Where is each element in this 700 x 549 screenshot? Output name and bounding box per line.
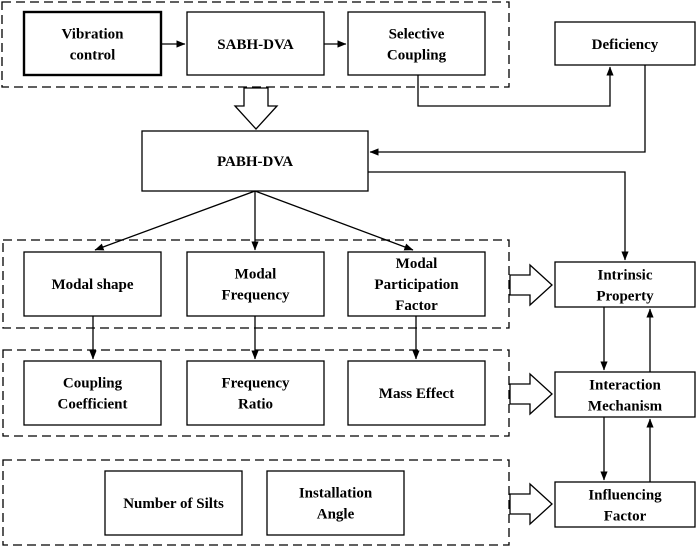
node-modal-participation-factor-box <box>347 251 486 317</box>
hollow-arrow-to-influencing <box>509 482 553 526</box>
label-line: Influencing <box>588 488 662 504</box>
label-line: control <box>70 48 116 64</box>
node-modal-frequency-box <box>186 251 325 317</box>
label-line: Participation <box>374 277 459 293</box>
label-line: Coupling <box>63 376 123 392</box>
arrow-pabh-to-participation <box>254 190 414 251</box>
label-line: Coupling <box>387 48 447 64</box>
label-number-of-silts: Number of Silts <box>123 496 224 512</box>
group-influencing-container <box>2 459 510 546</box>
label-sabh-dva: SABH-DVA <box>217 37 294 53</box>
label-line: Factor <box>604 509 647 525</box>
label-line: Mechanism <box>588 399 663 415</box>
node-pabh-dva-box <box>141 130 369 192</box>
node-installation-angle-box <box>266 470 405 536</box>
node-deficiency-box <box>554 21 696 66</box>
hollow-arrow-to-interaction <box>509 372 553 416</box>
node-frequency-ratio-box <box>186 360 325 426</box>
arrow-pabh-to-modal-shape <box>94 190 256 251</box>
label-mass-effect: Mass Effect <box>379 386 454 402</box>
group-origin-container <box>1 1 510 88</box>
label-line: Mass Effect <box>379 386 454 402</box>
node-sabh-dva-box <box>186 11 325 76</box>
node-interaction-mechanism-box <box>554 371 696 418</box>
label-line: Number of Silts <box>123 496 224 512</box>
label-line: Ratio <box>238 397 273 413</box>
label-deficiency: Deficiency <box>592 37 659 53</box>
label-line: Modal <box>396 256 438 272</box>
label-vibration-control: Vibration control <box>62 27 125 64</box>
arrow-pabh-to-intrinsic <box>368 171 629 261</box>
hollow-arrow-down-to-pabh <box>233 87 279 130</box>
label-line: Modal <box>235 267 277 283</box>
group-modal-properties-container <box>2 239 510 329</box>
node-selective-coupling-box <box>347 11 486 76</box>
hollow-arrow-to-intrinsic <box>509 263 553 307</box>
label-line: PABH-DVA <box>217 154 293 170</box>
label-line: Interaction <box>589 378 661 394</box>
arrow-selective-to-deficiency <box>417 66 614 107</box>
node-modal-shape-box <box>23 251 162 317</box>
node-mass-effect-box <box>347 360 486 426</box>
label-line: SABH-DVA <box>217 37 294 53</box>
label-line: Angle <box>317 507 355 523</box>
label-line: Frequency <box>221 288 290 304</box>
node-vibration-control-box <box>22 10 163 77</box>
label-pabh-dva: PABH-DVA <box>217 154 293 170</box>
label-line: Deficiency <box>592 37 659 53</box>
node-intrinsic-property-box <box>554 261 696 308</box>
label-line: Coefficient <box>58 397 128 413</box>
label-line: Modal shape <box>51 277 133 293</box>
group-interaction-container <box>2 349 510 437</box>
label-line: Property <box>596 289 654 305</box>
label-line: Frequency <box>221 376 290 392</box>
label-line: Installation <box>299 486 373 502</box>
label-line: Vibration <box>62 27 125 43</box>
label-modal-shape: Modal shape <box>51 277 133 293</box>
node-number-of-silts-box <box>104 470 243 536</box>
node-coupling-coefficient-box <box>23 360 162 426</box>
label-line: Factor <box>395 298 438 314</box>
node-influencing-factor-box <box>554 481 696 528</box>
arrow-deficiency-to-pabh <box>369 65 646 156</box>
label-line: Selective <box>389 27 445 43</box>
label-line: Intrinsic <box>597 268 652 284</box>
